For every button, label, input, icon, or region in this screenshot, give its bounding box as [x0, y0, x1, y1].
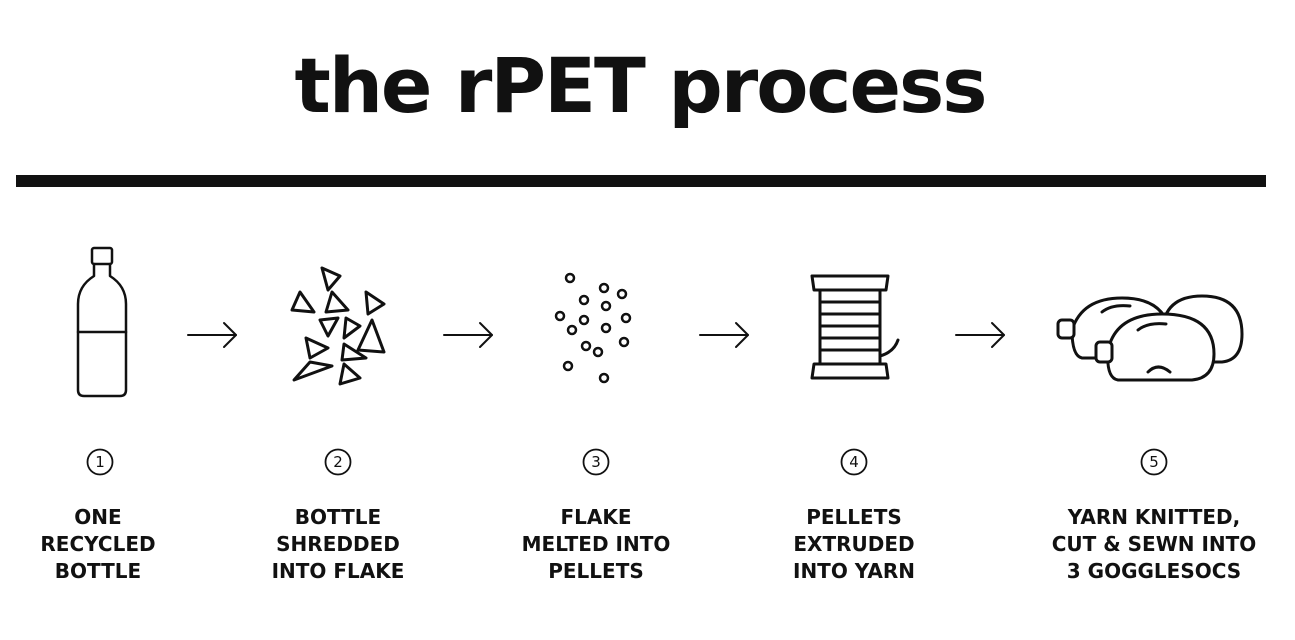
arrow-right-icon — [699, 322, 749, 348]
step-label-line: EXTRUDED — [793, 532, 915, 556]
step-label-line: PELLETS — [548, 559, 644, 583]
step-label-line: BOTTLE — [294, 505, 382, 529]
step-label: FLAKE MELTED INTO PELLETS — [476, 504, 716, 585]
step-label-line: YARN KNITTED, — [1067, 505, 1241, 529]
step-label-line: RECYCLED — [40, 532, 156, 556]
step-label-line: ONE — [74, 505, 122, 529]
step-label-line: 3 GOGGLESOCS — [1066, 559, 1242, 583]
step-label: BOTTLE SHREDDED INTO FLAKE — [218, 504, 458, 585]
pellets-icon — [554, 272, 632, 384]
flakes-icon — [290, 266, 386, 386]
step-label-line: MELTED INTO — [521, 532, 671, 556]
step-number: 1 — [95, 453, 105, 471]
step-number-badge: 4 — [840, 448, 868, 476]
step-number-badge: 5 — [1140, 448, 1168, 476]
arrow-right-icon — [443, 322, 493, 348]
step-label: YARN KNITTED, CUT & SEWN INTO 3 GOGGLESO… — [1034, 504, 1274, 585]
step-label-line: INTO FLAKE — [271, 559, 405, 583]
step-label: PELLETS EXTRUDED INTO YARN — [734, 504, 974, 585]
step-number-badge: 1 — [86, 448, 114, 476]
arrow-right-icon — [187, 322, 237, 348]
step-label-line: CUT & SEWN INTO — [1051, 532, 1257, 556]
step-number-badge: 2 — [324, 448, 352, 476]
page-title: the rPET process — [294, 41, 987, 130]
step-label-line: INTO YARN — [793, 559, 915, 583]
step-number-badge: 3 — [582, 448, 610, 476]
step-label: ONE RECYCLED BOTTLE — [0, 504, 218, 585]
step-label-line: BOTTLE — [54, 559, 142, 583]
step-label-line: FLAKE — [560, 505, 632, 529]
bottle-icon — [76, 246, 128, 398]
step-number: 2 — [333, 453, 343, 471]
arrow-right-icon — [955, 322, 1005, 348]
step-number: 5 — [1149, 453, 1159, 471]
yarn-spool-icon — [810, 274, 900, 380]
step-number: 4 — [849, 453, 859, 471]
step-number: 3 — [591, 453, 601, 471]
title-divider — [16, 175, 1266, 187]
step-label-line: SHREDDED — [276, 532, 400, 556]
step-label-line: PELLETS — [806, 505, 902, 529]
gogglesocs-icon — [1056, 294, 1244, 382]
